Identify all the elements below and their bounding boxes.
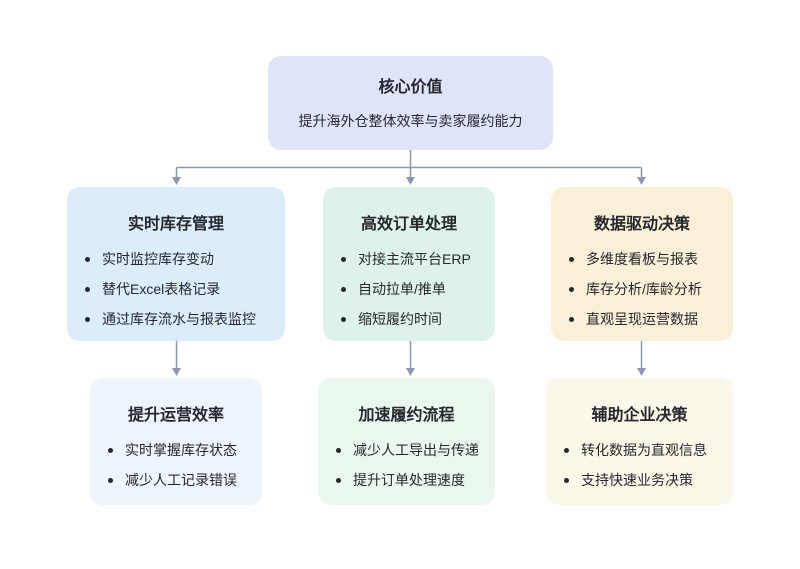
bullet-text: 对接主流平台ERP: [358, 251, 471, 267]
bullet-text: 多维度看板与报表: [586, 251, 698, 267]
arrowhead-icon: [406, 177, 415, 185]
bullet-list: 减少人工导出与传递 提升订单处理速度: [318, 435, 495, 495]
bullet-item: 缩短履约时间: [341, 304, 489, 334]
bullet-text: 减少人工导出与传递: [353, 442, 479, 458]
bullet-dot: [569, 317, 574, 322]
bullet-text: 转化数据为直观信息: [581, 442, 707, 458]
bullet-dot: [569, 287, 574, 292]
bullet-dot: [108, 478, 113, 483]
node-realtime-inventory: 实时库存管理 实时监控库存变动 替代Excel表格记录 通过库存流水与报表监控: [67, 187, 285, 341]
bullet-dot: [85, 257, 90, 262]
bullet-dot: [341, 287, 346, 292]
bullet-list: 多维度看板与报表 库存分析/库龄分析 直观呈现运营数据: [551, 244, 733, 334]
bullet-text: 实时掌握库存状态: [125, 442, 237, 458]
arrowhead-icon: [406, 368, 415, 376]
bullet-dot: [569, 257, 574, 262]
bullet-item: 减少人工记录错误: [108, 465, 256, 495]
bullet-item: 库存分析/库龄分析: [569, 274, 727, 304]
bullet-dot: [336, 448, 341, 453]
bullet-list: 对接主流平台ERP 自动拉单/推单 缩短履约时间: [323, 244, 495, 334]
arrowhead-icon: [172, 368, 181, 376]
node-data-driven-decisions: 数据驱动决策 多维度看板与报表 库存分析/库龄分析 直观呈现运营数据: [551, 187, 733, 341]
bullet-list: 实时监控库存变动 替代Excel表格记录 通过库存流水与报表监控: [67, 244, 285, 334]
node-title: 核心价值: [378, 79, 443, 96]
bullet-item: 实时掌握库存状态: [108, 435, 256, 465]
node-subtitle: 提升海外仓整体效率与卖家履约能力: [298, 113, 523, 129]
bullet-text: 提升订单处理速度: [353, 472, 465, 488]
bullet-text: 库存分析/库龄分析: [586, 281, 702, 297]
bullet-item: 实时监控库存变动: [85, 244, 279, 274]
bullet-dot: [341, 257, 346, 262]
bullet-text: 直观呈现运营数据: [586, 311, 698, 327]
node-title: 高效订单处理: [360, 216, 457, 233]
bullet-dot: [85, 287, 90, 292]
bullet-item: 支持快速业务决策: [564, 465, 727, 495]
node-title: 提升运营效率: [127, 407, 224, 424]
bullet-dot: [564, 478, 569, 483]
bullet-dot: [85, 317, 90, 322]
bullet-dot: [108, 448, 113, 453]
bullet-text: 支持快速业务决策: [581, 472, 693, 488]
bullet-item: 通过库存流水与报表监控: [85, 304, 279, 334]
bullet-item: 减少人工导出与传递: [336, 435, 489, 465]
bullet-dot: [564, 448, 569, 453]
bullet-item: 提升订单处理速度: [336, 465, 489, 495]
bullet-item: 替代Excel表格记录: [85, 274, 279, 304]
node-title: 辅助企业决策: [591, 407, 688, 424]
bullet-text: 缩短履约时间: [358, 311, 442, 327]
bullet-list: 实时掌握库存状态 减少人工记录错误: [90, 435, 262, 495]
bullet-item: 对接主流平台ERP: [341, 244, 489, 274]
node-enterprise-decision-support: 辅助企业决策 转化数据为直观信息 支持快速业务决策: [546, 378, 733, 505]
bullet-dot: [341, 317, 346, 322]
node-operational-efficiency: 提升运营效率 实时掌握库存状态 减少人工记录错误: [90, 378, 262, 505]
bullet-item: 转化数据为直观信息: [564, 435, 727, 465]
bullet-item: 直观呈现运营数据: [569, 304, 727, 334]
node-fulfillment-acceleration: 加速履约流程 减少人工导出与传递 提升订单处理速度: [318, 378, 495, 505]
bullet-text: 减少人工记录错误: [125, 472, 237, 488]
node-title: 实时库存管理: [127, 216, 224, 233]
node-core-value: 核心价值 提升海外仓整体效率与卖家履约能力: [268, 56, 553, 150]
node-title: 数据驱动决策: [593, 216, 690, 233]
bullet-item: 多维度看板与报表: [569, 244, 727, 274]
bullet-text: 实时监控库存变动: [102, 251, 214, 267]
bullet-text: 替代Excel表格记录: [102, 281, 221, 297]
bullet-list: 转化数据为直观信息 支持快速业务决策: [546, 435, 733, 495]
bullet-text: 自动拉单/推单: [358, 281, 446, 297]
bullet-dot: [336, 478, 341, 483]
bullet-text: 通过库存流水与报表监控: [102, 311, 256, 327]
node-title: 加速履约流程: [358, 407, 455, 424]
arrowhead-icon: [637, 368, 646, 376]
arrowhead-icon: [637, 177, 646, 185]
bullet-item: 自动拉单/推单: [341, 274, 489, 304]
arrowhead-icon: [172, 177, 181, 185]
node-order-processing: 高效订单处理 对接主流平台ERP 自动拉单/推单 缩短履约时间: [323, 187, 495, 341]
